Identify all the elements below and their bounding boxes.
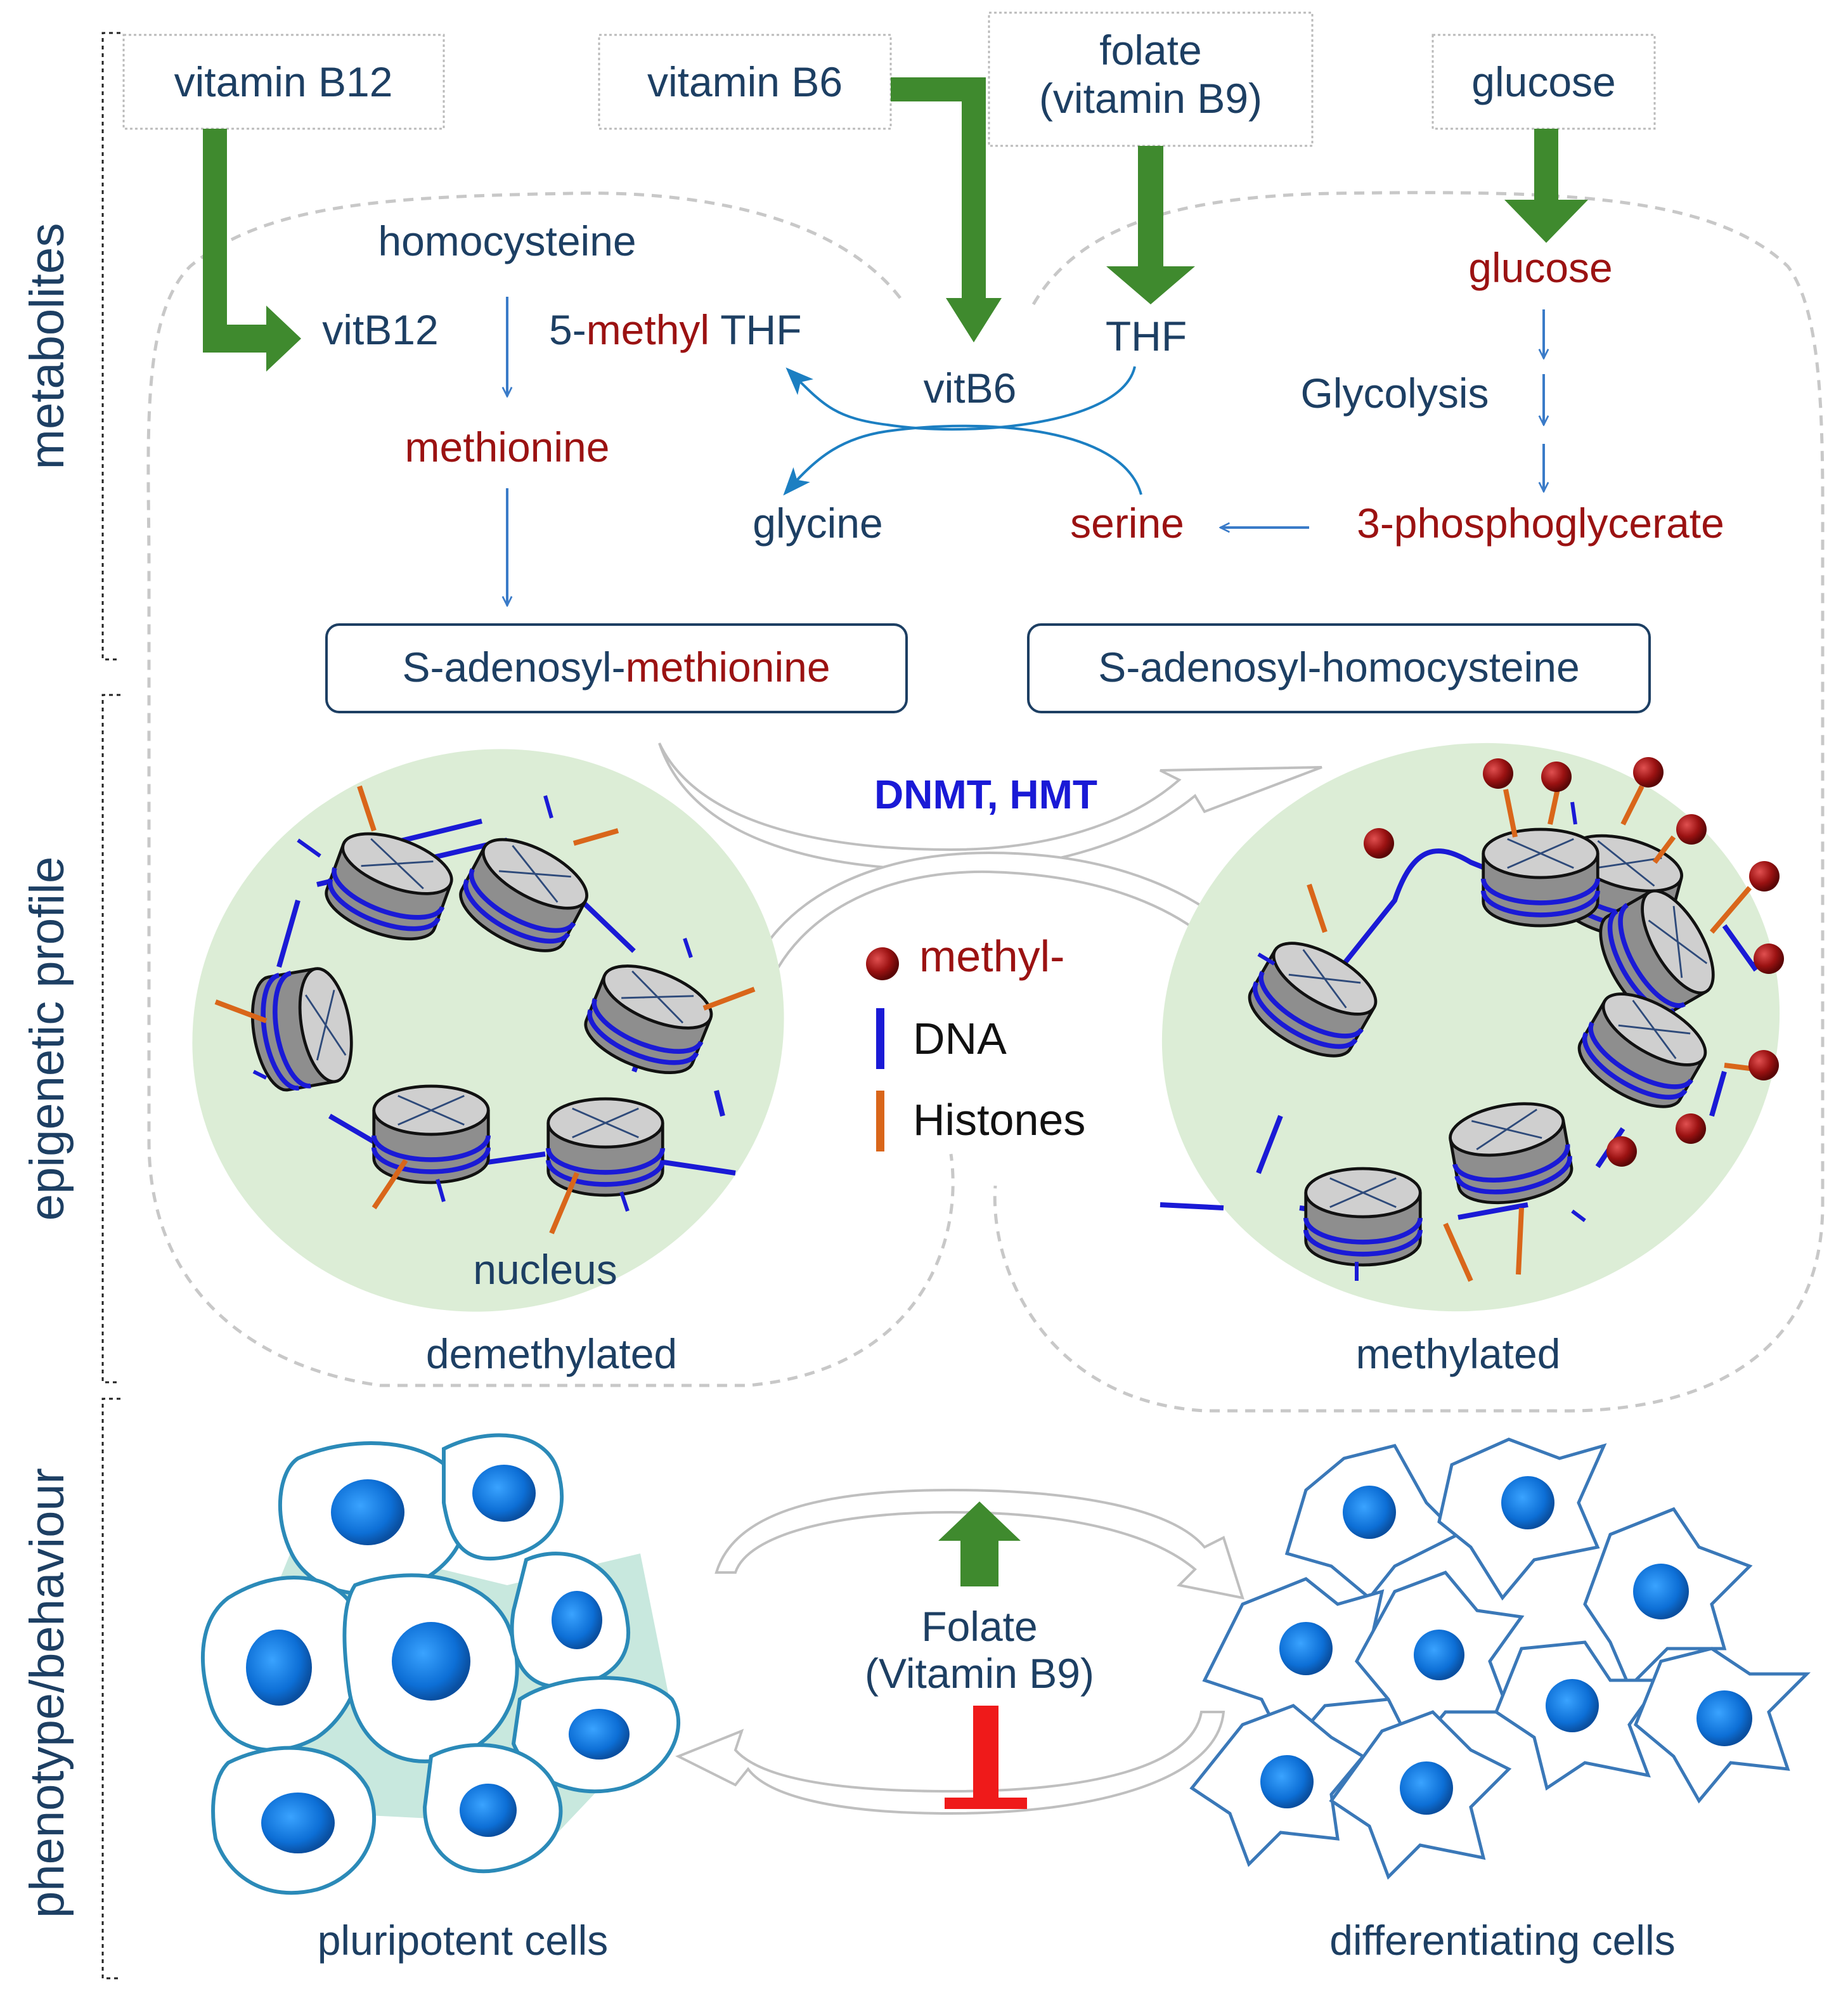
label-3-phosphoglycerate: 3-phosphoglycerate — [1357, 500, 1724, 547]
label-methionine: methionine — [405, 424, 610, 470]
vitb6-reaction-curves — [783, 366, 1142, 496]
green-arrow-b12 — [203, 129, 301, 372]
cell-outline-right — [993, 191, 1825, 1413]
sam-box: S-adenosyl-methionine — [325, 623, 908, 713]
nucleosome-r1 — [1483, 829, 1598, 926]
phenotype-cycle-arrows — [675, 1488, 1244, 1815]
label-serine: serine — [1070, 500, 1184, 547]
legend-methyl-label: methyl- — [919, 931, 1064, 981]
legend-histones-label: Histones — [913, 1095, 1085, 1144]
label-sam: S-adenosyl-methionine — [402, 644, 830, 691]
label-vitb6: vitB6 — [924, 365, 1017, 412]
input-label-folate-2: (vitamin B9) — [1039, 75, 1262, 122]
input-label-folate-1: folate — [1099, 27, 1201, 74]
label-5-methyl-thf: 5-methyl THF — [549, 306, 802, 353]
input-box-folate: folate (vitamin B9) — [988, 11, 1314, 147]
nucleus-demethylated: nucleus — [192, 749, 784, 1312]
label-thf: THF — [1106, 313, 1187, 360]
input-label-b6: vitamin B6 — [647, 58, 843, 105]
label-glucose: glucose — [1468, 244, 1613, 291]
input-label-b12: vitamin B12 — [174, 58, 393, 105]
input-box-b12: vitamin B12 — [122, 34, 445, 130]
input-box-glucose: glucose — [1431, 34, 1656, 130]
label-methylated: methylated — [1356, 1330, 1561, 1377]
legend-methyl-icon — [866, 947, 899, 980]
nucleosome-l5 — [374, 1086, 489, 1183]
nucleosome-r6 — [1306, 1169, 1421, 1265]
section-brackets — [101, 32, 120, 1980]
label-nucleus: nucleus — [473, 1246, 617, 1293]
label-enzymes: DNMT, HMT — [874, 772, 1097, 817]
sah-box: S-adenosyl-homocysteine — [1027, 623, 1651, 713]
section-label-metabolites: metabolites — [20, 223, 74, 470]
inhibition-icon — [945, 1706, 1027, 1809]
label-vitb12: vitB12 — [322, 306, 438, 353]
label-folate-phenotype-2: (Vitamin B9) — [865, 1650, 1094, 1697]
legend: methyl- DNA Histones — [866, 931, 1085, 1151]
green-arrows — [203, 77, 1588, 372]
legend-dna-icon — [876, 1008, 884, 1069]
label-demethylated: demethylated — [426, 1330, 677, 1377]
section-label-phenotype: phenotype/behaviour — [20, 1468, 74, 1918]
green-arrow-glucose — [1504, 129, 1588, 243]
label-differentiating: differentiating cells — [1329, 1917, 1675, 1964]
green-arrow-folate — [1106, 146, 1195, 304]
label-folate-phenotype-1: Folate — [921, 1603, 1037, 1650]
label-homocysteine: homocysteine — [378, 217, 636, 264]
nucleosome-l6 — [548, 1099, 663, 1195]
label-pluripotent: pluripotent cells — [318, 1917, 609, 1964]
label-glycine: glycine — [753, 500, 882, 547]
input-label-glucose: glucose — [1471, 58, 1616, 105]
up-arrow-icon — [938, 1501, 1021, 1586]
label-sah: S-adenosyl-homocysteine — [1098, 644, 1579, 691]
input-box-b6: vitamin B6 — [598, 34, 892, 130]
thin-arrows — [507, 297, 1544, 606]
pluripotent-cells-cluster — [201, 1433, 680, 1895]
label-glycolysis: Glycolysis — [1300, 370, 1489, 417]
section-label-epigenetic: epigenetic profile — [20, 857, 74, 1221]
legend-histones-icon — [876, 1091, 884, 1151]
cell-outline-left — [146, 191, 955, 1387]
nucleus-methylated — [1160, 742, 1784, 1312]
legend-dna-label: DNA — [913, 1014, 1007, 1063]
differentiating-nuclei — [1260, 1476, 1752, 1815]
green-arrow-b6 — [891, 77, 1002, 342]
